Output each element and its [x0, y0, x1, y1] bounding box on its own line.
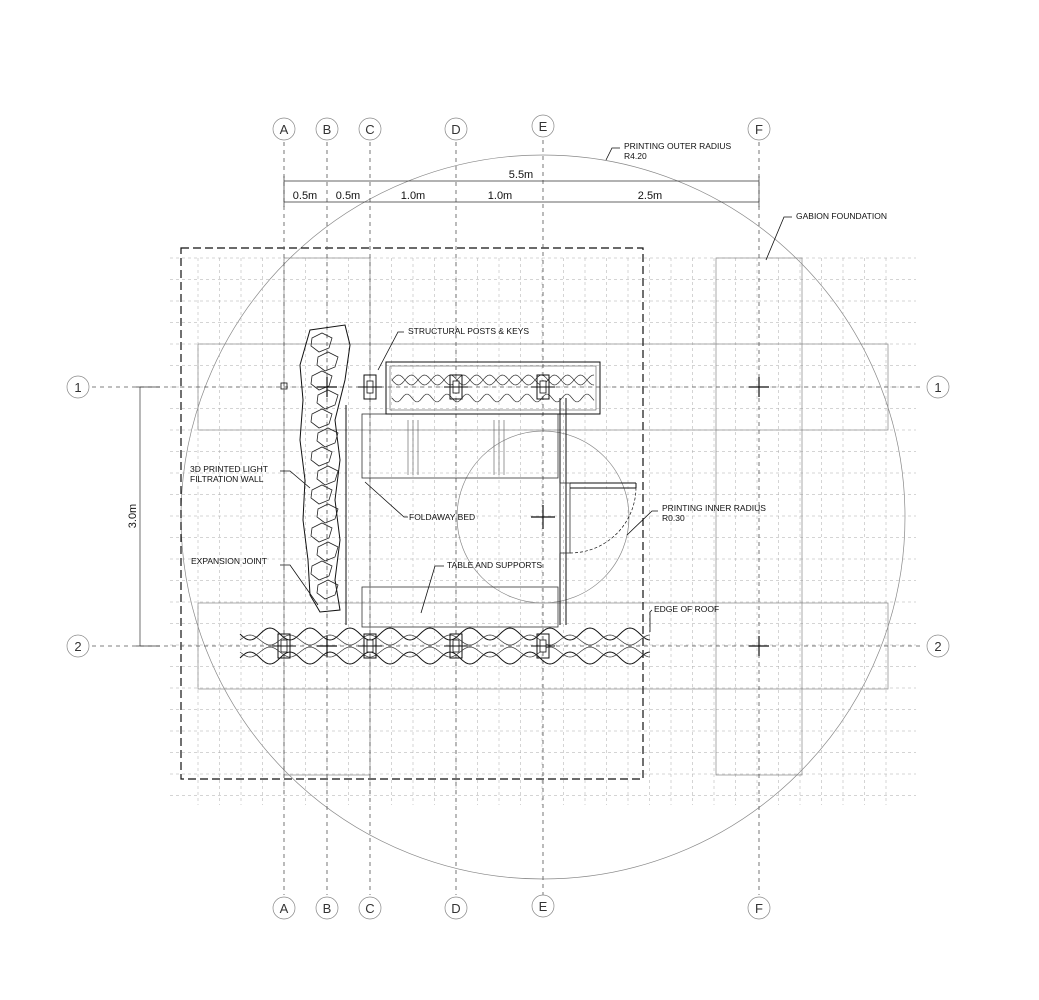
label-inner-radius-line1: PRINTING INNER RADIUS [662, 503, 766, 513]
label-gabion-foundation: GABION FOUNDATION [796, 211, 887, 221]
grid-intersection-markers [317, 377, 769, 656]
grid-label-1-right: 1 [934, 380, 941, 395]
label-expansion-joint: EXPANSION JOINT [191, 556, 267, 566]
label-edge-of-roof: EDGE OF ROOF [654, 604, 719, 614]
label-foldaway-bed: FOLDAWAY BED [409, 512, 475, 522]
dimension-overall: 5.5m [509, 169, 533, 181]
grid-label-c-top: C [365, 122, 374, 137]
grid-label-2-right: 2 [934, 639, 941, 654]
filtration-wall [299, 324, 351, 613]
bottom-printed-wall [239, 627, 651, 665]
grid-label-e-bottom: E [539, 899, 548, 914]
label-outer-radius-line1: PRINTING OUTER RADIUS [624, 141, 732, 151]
grid-label-2-left: 2 [74, 639, 81, 654]
interior-walls [345, 398, 637, 625]
dimension-segment-3: 1.0m [401, 190, 425, 202]
dimension-segment-2: 0.5m [336, 190, 360, 202]
dimension-lines [136, 176, 760, 647]
grid-label-b-bottom: B [323, 901, 332, 916]
grid-label-f-bottom: F [755, 901, 763, 916]
annotation-leaders [280, 147, 792, 632]
grid-label-1-left: 1 [74, 380, 81, 395]
label-filtration-line2: FILTRATION WALL [190, 474, 264, 484]
dimension-segment-5: 2.5m [638, 190, 662, 202]
grid-label-d-bottom: D [451, 901, 460, 916]
grid-label-b-top: B [323, 122, 332, 137]
label-filtration-line1: 3D PRINTED LIGHT [190, 464, 268, 474]
edge-of-roof-outline [180, 247, 644, 780]
grid-label-e-top: E [539, 119, 548, 134]
grid-label-a-bottom: A [280, 901, 289, 916]
dimension-segment-1: 0.5m [293, 190, 317, 202]
grid-label-a-top: A [280, 122, 289, 137]
grid-label-d-top: D [451, 122, 460, 137]
label-table-supports: TABLE AND SUPPORTS [447, 560, 542, 570]
grid-label-f-top: F [755, 122, 763, 137]
top-printed-wall [385, 361, 601, 415]
bed-supports [407, 420, 505, 475]
grid-label-c-bottom: C [365, 901, 374, 916]
label-structural-posts: STRUCTURAL POSTS & KEYS [408, 326, 529, 336]
dimension-vertical: 3.0m [127, 504, 139, 528]
grid-axes [92, 140, 924, 895]
dimension-segment-4: 1.0m [488, 190, 512, 202]
grid-bubbles-bottom: A B C D E F [272, 894, 771, 920]
grid-bubbles-rows: 1 1 2 2 [66, 375, 950, 658]
label-inner-radius-line2: R0.30 [662, 513, 685, 523]
label-outer-radius-line2: R4.20 [624, 151, 647, 161]
table [361, 586, 559, 628]
grid-bubbles-top: A B C D E F [272, 114, 771, 141]
structural-posts [272, 374, 555, 659]
